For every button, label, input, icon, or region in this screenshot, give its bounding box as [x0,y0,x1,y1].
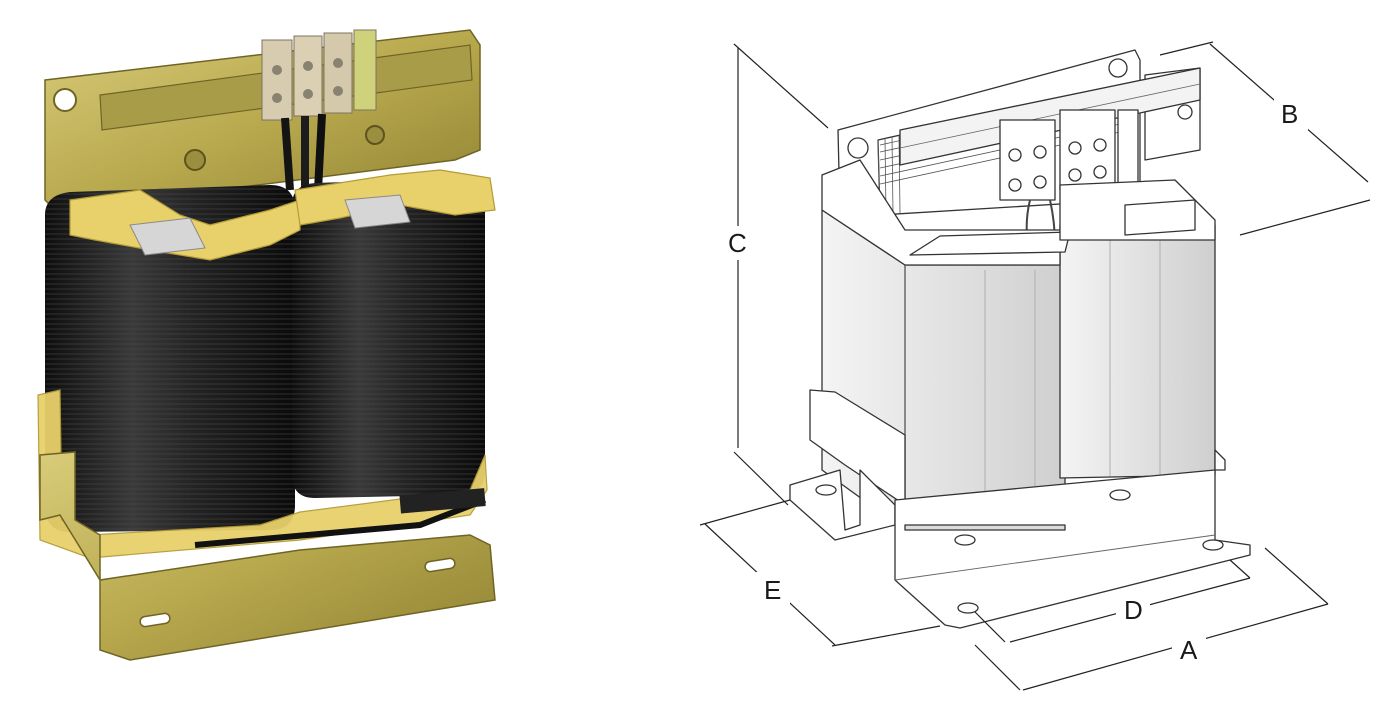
dimension-label-b: B [1281,99,1298,129]
transformer-drawing [789,49,1251,629]
dimension-label-c: C [728,228,747,258]
photo-bolt [365,125,385,145]
drawing-terminal-blocks [999,109,1151,291]
drawing-coil-right [1059,224,1216,479]
photo-base-bracket [39,451,496,661]
drawing-base-bracket [894,469,1251,629]
dimension-label-e: E [764,575,781,605]
drawing-left-foot [789,469,896,541]
transformer-photo [37,29,496,661]
photo-terminal-blocks [261,29,377,191]
photo-bolt [184,149,206,171]
dimension-label-a: A [1180,635,1198,665]
drawing-din-rail [899,67,1201,166]
photo-slot [139,612,171,628]
photo-mounting-hole [53,88,77,112]
photo-slot [424,557,456,573]
dimension-label-d: D [1124,595,1143,625]
